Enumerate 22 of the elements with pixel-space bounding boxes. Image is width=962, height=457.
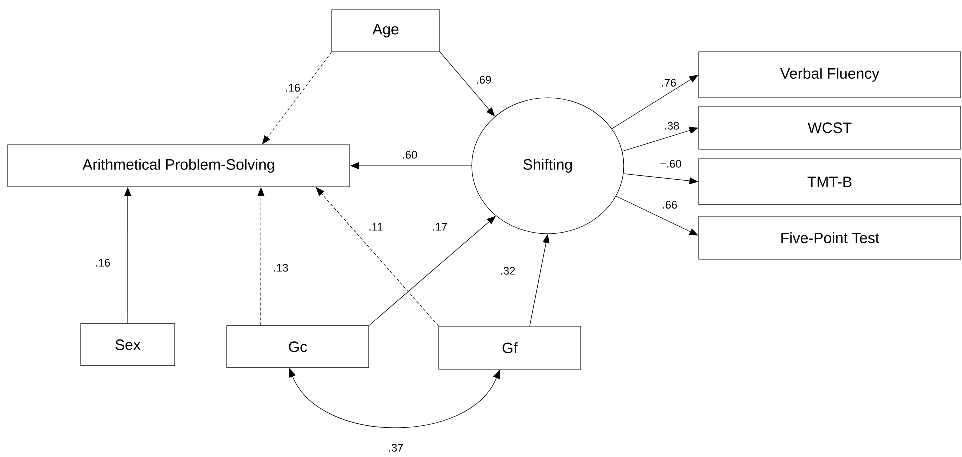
variable-box: Age bbox=[332, 10, 440, 52]
path-coefficient: .69 bbox=[475, 75, 493, 85]
path-coefficient: .17 bbox=[431, 222, 449, 232]
variable-box: TMT-B bbox=[698, 158, 962, 206]
variable-box: Verbal Fluency bbox=[698, 52, 962, 98]
path-coefficient: .32 bbox=[499, 266, 517, 276]
path-coefficient: .76 bbox=[660, 78, 678, 88]
variable-box: Arithmetical Problem-Solving bbox=[8, 144, 350, 188]
variable-box: Gc bbox=[226, 326, 370, 368]
path-coefficient: .16 bbox=[284, 83, 302, 93]
path-coefficient: .60 bbox=[401, 150, 419, 160]
variable-box: Five-Point Test bbox=[698, 216, 962, 260]
path-coefficient: .37 bbox=[387, 443, 405, 453]
variable-box: Gf bbox=[438, 326, 582, 370]
path-coefficient: .16 bbox=[94, 258, 112, 268]
path-coefficient: .13 bbox=[272, 263, 290, 273]
path-coefficient: .11 bbox=[368, 222, 384, 232]
path-coefficient: −.60 bbox=[659, 159, 683, 169]
path-coefficient: .38 bbox=[663, 121, 681, 131]
variable-box: Sex bbox=[80, 324, 176, 366]
variable-box: WCST bbox=[698, 106, 962, 150]
path-coefficient: .66 bbox=[661, 200, 679, 210]
